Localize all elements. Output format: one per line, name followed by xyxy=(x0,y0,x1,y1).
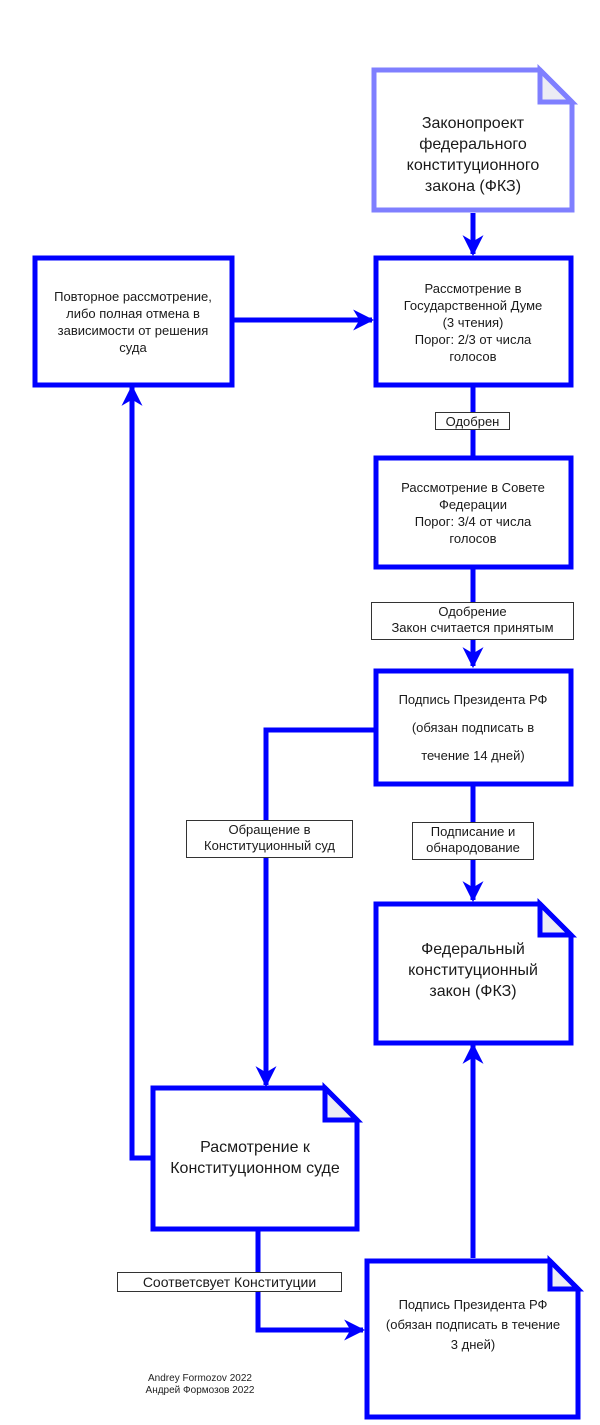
author-credit: Andrey Formozov 2022 Андрей Формозов 202… xyxy=(145,1373,255,1396)
node-federation-council: Рассмотрение в Совете Федерации Порог: 3… xyxy=(401,479,545,546)
node-reconsideration-shape xyxy=(32,255,235,388)
node-reconsideration: Повторное рассмотрение, либо полная отме… xyxy=(54,288,212,355)
node-president-signature-3: Подпись Президента РФ (обязан подписать … xyxy=(385,1297,561,1352)
node-state-duma: Рассмотрение в Государственной Думе (3 ч… xyxy=(403,280,543,364)
edge-court-to-president3 xyxy=(255,1230,366,1341)
node-president-14-shape xyxy=(373,668,574,787)
edge-president-to-court xyxy=(255,727,375,1088)
node-federal-constitutional-law: Федеральный конституционный закон (ФКЗ) xyxy=(408,940,538,1000)
edge-label-signing-promulgation: Подписание и обнародование xyxy=(412,822,534,860)
edge-label-approval-adopted: Одобрение Закон считается принятым xyxy=(371,602,574,640)
node-court-review-shape xyxy=(150,1081,364,1232)
node-draft-bill: Законопроект федерального конституционно… xyxy=(406,115,540,195)
node-state-duma-shape xyxy=(373,255,574,388)
node-president-signature-14: Подпись Президента РФ (обязан подписать … xyxy=(398,691,548,763)
node-president-3-shape xyxy=(364,1254,585,1420)
node-federation-council-shape xyxy=(373,455,574,570)
node-federal-law-shape xyxy=(373,897,578,1046)
edge-label-complies-constitution: Соответсвует Конституции xyxy=(117,1272,342,1292)
edge-court-to-reconsideration xyxy=(121,384,152,1161)
node-draft-bill-shape xyxy=(371,63,579,213)
edge-label-approved: Одобрен xyxy=(435,412,510,430)
node-constitutional-court-review: Расмотрение к Конституционном суде xyxy=(170,1139,340,1177)
edge-label-appeal-court: Обращение в Конституционный суд xyxy=(186,820,353,858)
